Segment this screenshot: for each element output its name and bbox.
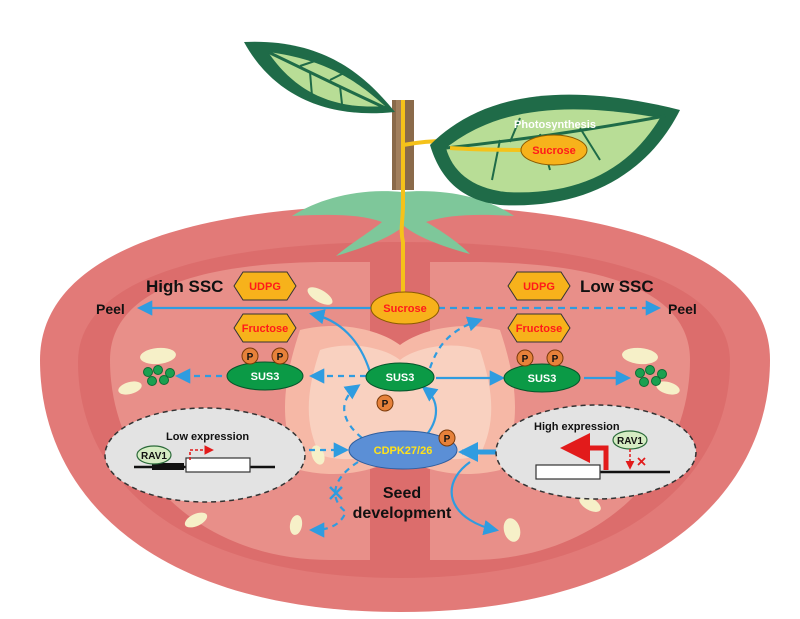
label-sucrose-leaf: Sucrose — [532, 145, 575, 157]
label-sus3-right: SUS3 — [528, 373, 557, 385]
label-seed-line1: Seed — [383, 485, 421, 502]
leaf-left — [244, 41, 395, 114]
arrow-cdpk-to-sus3-left — [343, 384, 363, 439]
starch-granules-left — [143, 365, 175, 386]
udpg-hex-right — [507, 271, 571, 301]
stem — [392, 100, 531, 305]
label-phospho-4: P — [552, 354, 559, 365]
sus3-node-right — [503, 363, 581, 393]
label-low-ssc: Low SSC — [580, 277, 654, 296]
label-peel-left: Peel — [96, 301, 125, 317]
sus3-node-center — [365, 362, 435, 392]
fructose-hex-right — [507, 313, 571, 343]
label-photosynthesis: Photosynthesis — [514, 119, 596, 131]
label-fructose-left: Fructose — [242, 323, 288, 335]
high-expression-panel — [495, 404, 697, 500]
label-phospho-6: P — [444, 434, 451, 445]
udpg-hex-left — [233, 271, 297, 301]
label-sus3-left: SUS3 — [251, 371, 280, 383]
cross-mark-blue — [329, 486, 343, 500]
phospho-circles — [241, 347, 564, 447]
label-low-expression: Low expression — [166, 431, 249, 443]
diagram-text: Photosynthesis Sucrose Sucrose High SSC … — [96, 119, 697, 522]
sucrose-node-center — [370, 291, 440, 325]
label-phospho-5: P — [382, 399, 389, 410]
arrow-sus3-to-fructose-left — [308, 309, 372, 373]
starch-granules-right — [635, 365, 667, 387]
label-rav1-right: RAV1 — [617, 436, 643, 447]
label-sus3-center: SUS3 — [386, 372, 415, 384]
low-expression-panel — [104, 407, 306, 503]
sucrose-node-leaf — [520, 134, 588, 166]
label-phospho-1: P — [247, 352, 254, 363]
label-seed-line2: development — [353, 505, 452, 522]
label-high-expression: High expression — [534, 421, 620, 433]
arrow-cdpk-to-seed-right — [450, 461, 500, 536]
sus3-node-left — [226, 361, 304, 391]
label-peel-right: Peel — [668, 301, 697, 317]
label-sucrose-center: Sucrose — [383, 303, 426, 315]
arrow-cdpk-to-seed-left — [308, 461, 359, 538]
cdpk-node — [348, 430, 458, 470]
arrow-sus3-to-fructose-right — [428, 316, 483, 369]
label-phospho-2: P — [277, 352, 284, 363]
seeds — [118, 287, 680, 542]
label-udpg-right: UDPG — [523, 281, 555, 293]
label-cdpk: CDPK27/26 — [374, 445, 433, 457]
label-udpg-left: UDPG — [249, 281, 281, 293]
label-high-ssc: High SSC — [146, 277, 223, 296]
label-fructose-right: Fructose — [516, 323, 562, 335]
fructose-hex-left — [233, 313, 297, 343]
label-rav1-left: RAV1 — [141, 451, 167, 462]
label-phospho-3: P — [522, 354, 529, 365]
pathway-arrows — [136, 300, 662, 538]
